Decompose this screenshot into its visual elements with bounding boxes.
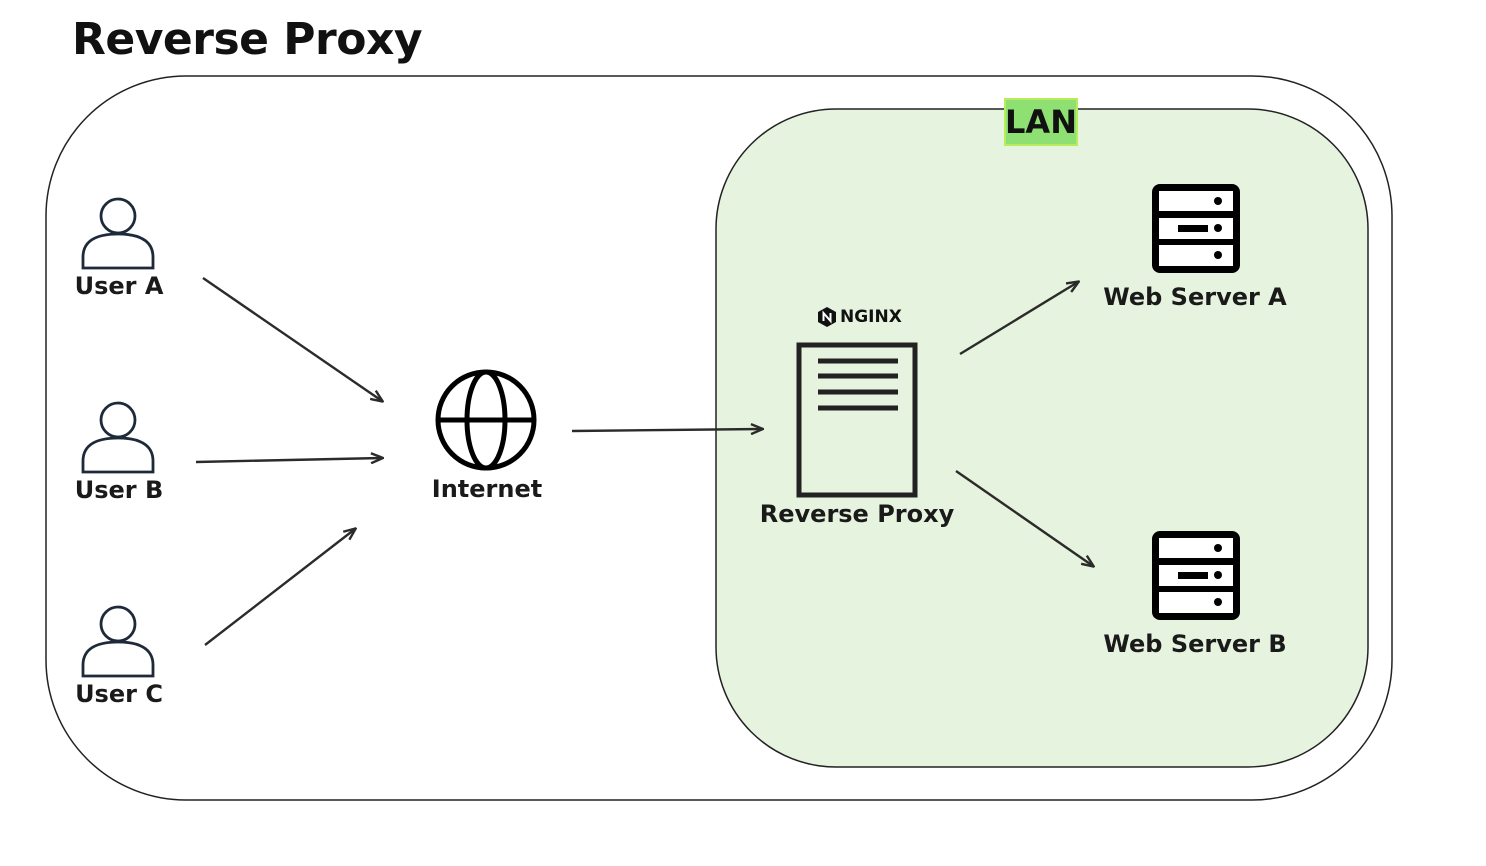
user-a-icon <box>81 197 155 270</box>
arrow-user-b-to-internet <box>195 458 382 462</box>
user-c-icon <box>81 605 155 678</box>
arrow-internet-to-proxy <box>571 429 762 431</box>
internet-label: Internet <box>431 475 543 503</box>
arrow-user-c-to-internet <box>204 529 355 646</box>
lan-region <box>715 108 1369 768</box>
nginx-label: NGINX <box>840 307 902 327</box>
lan-badge: LAN <box>1004 98 1078 146</box>
user-c-label: User C <box>75 680 163 708</box>
reverse-proxy-label: Reverse Proxy <box>759 500 955 528</box>
arrow-proxy-to-server-b <box>955 470 1093 566</box>
web-server-b-icon <box>1152 531 1240 620</box>
reverse-proxy-icon <box>796 342 918 498</box>
nginx-hex-icon <box>818 307 836 327</box>
diagram-title: Reverse Proxy <box>72 14 423 65</box>
user-b-label: User B <box>74 476 164 504</box>
user-b-icon <box>81 401 155 474</box>
user-a-label: User A <box>74 272 164 300</box>
outer-network-boundary <box>45 75 1393 801</box>
arrow-user-a-to-internet <box>202 277 382 401</box>
internet-globe-icon <box>435 369 537 471</box>
web-server-b-label: Web Server B <box>1103 630 1287 658</box>
web-server-a-icon <box>1152 184 1240 273</box>
nginx-logo: NGINX <box>816 306 902 328</box>
arrow-proxy-to-server-a <box>959 282 1078 356</box>
web-server-a-label: Web Server A <box>1103 283 1287 311</box>
